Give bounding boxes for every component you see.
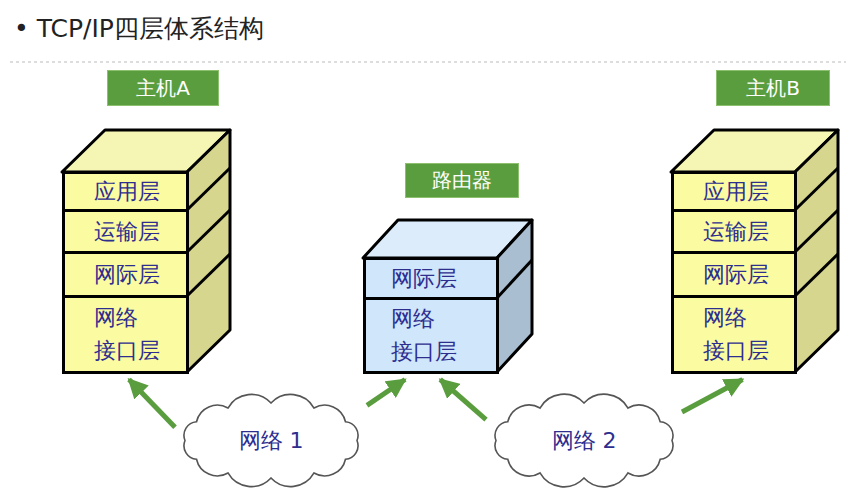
host-label: 主机A [107,70,219,106]
protocol-layer: 网际层 [62,251,189,298]
layer-name: 网际层 [391,262,457,295]
protocol-layer: 运输层 [62,209,189,254]
link-arrow [440,380,486,420]
stack-side-divider [795,210,838,252]
network-cloud: 网络 2 [486,393,682,488]
host-label: 路由器 [405,163,519,198]
stack-side-divider [187,254,230,296]
protocol-layer: 网际层 [671,251,797,298]
protocol-layer: 网络 接口层 [671,295,797,374]
stack-side-divider [497,260,532,298]
protocol-layer: 网络 接口层 [62,295,189,374]
stack-side-divider [187,210,230,252]
cloud-shape [495,394,673,487]
diagram-title: • TCP/IP四层体系结构 [14,12,264,45]
network-name: 网络 1 [239,426,304,456]
protocol-layer: 应用层 [62,171,189,212]
stack-side-face [187,130,230,372]
protocol-layer: 应用层 [671,171,797,212]
layer-name: 网际层 [94,258,160,291]
host-label: 主机B [716,70,830,106]
layer-name: 网络 接口层 [703,301,788,367]
layer-name: 运输层 [703,215,769,248]
stack-side-divider [795,168,838,210]
layer-name: 应用层 [703,175,769,208]
link-arrow [129,380,175,428]
layer-name: 网络 接口层 [94,301,180,367]
link-arrow [367,380,405,406]
divider-line [10,61,846,62]
protocol-layer: 网际层 [363,257,499,300]
layer-name: 应用层 [94,175,160,208]
protocol-layer: 网络 接口层 [363,297,499,374]
protocol-layer: 运输层 [671,209,797,254]
layer-name: 网际层 [703,258,769,291]
layer-name: 网络 接口层 [391,302,490,368]
network-cloud: 网络 1 [175,393,367,488]
stack-side-face [497,220,532,372]
layer-name: 运输层 [94,215,160,248]
host-stack: 主机A应用层运输层网际层网络 接口层 [62,130,232,374]
link-arrow [682,380,743,413]
host-stack: 主机B应用层运输层网际层网络 接口层 [671,130,840,374]
network-name: 网络 2 [552,426,617,456]
stack-side-divider [795,254,838,296]
host-stack: 路由器网际层网络 接口层 [363,220,534,374]
cloud-shape [184,394,358,486]
stack-side-face [795,130,838,372]
stack-side-divider [187,168,230,210]
